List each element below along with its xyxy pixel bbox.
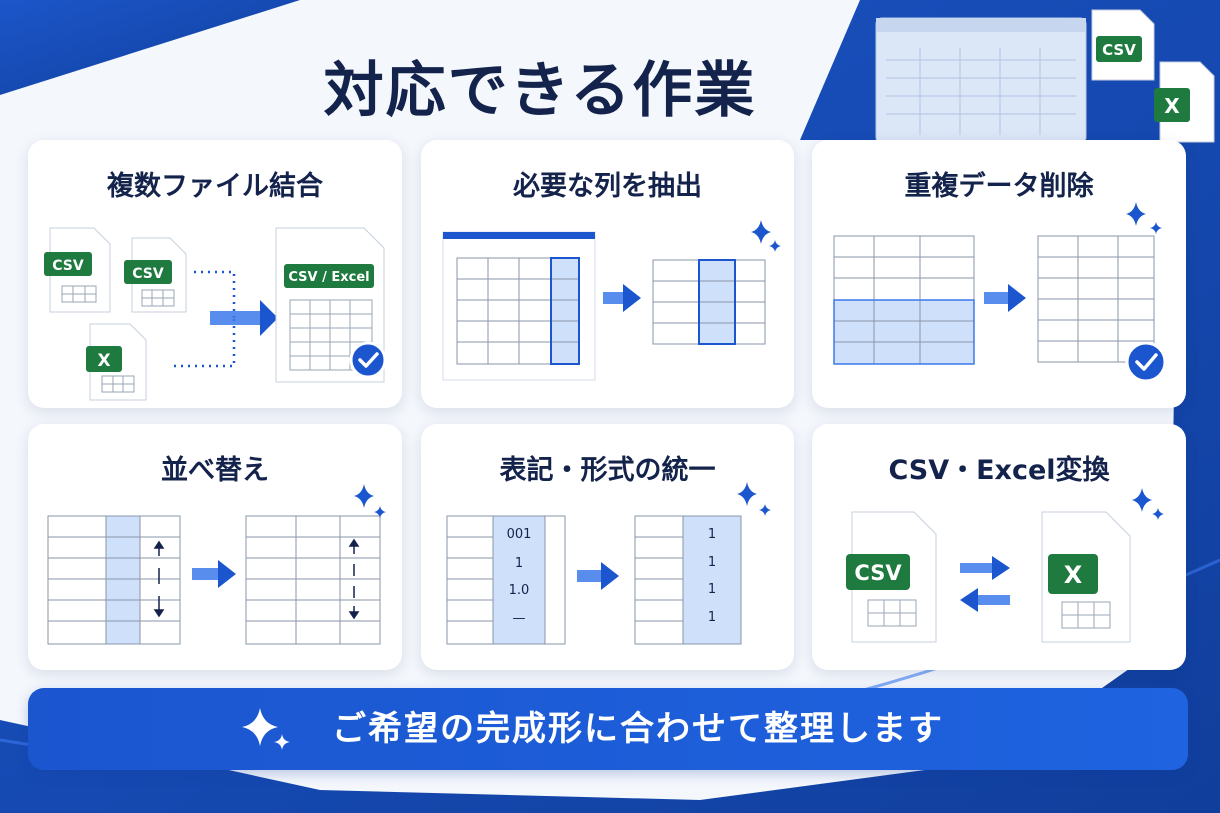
excel-file-icon: X xyxy=(86,323,147,401)
csv-file-icon: CSV xyxy=(44,227,111,313)
sparkle-icon xyxy=(1126,202,1162,234)
svg-text:CSV: CSV xyxy=(1102,41,1136,59)
page-title: 対応できる作業 xyxy=(323,56,757,126)
table-cell: — xyxy=(513,611,526,626)
check-circle-icon xyxy=(1125,341,1167,383)
csv-file-icon: CSV xyxy=(846,511,937,643)
svg-text:CSV: CSV xyxy=(132,266,164,282)
svg-text:X: X xyxy=(1064,561,1083,589)
table-cell: 1 xyxy=(708,582,716,597)
table-cell: 1 xyxy=(708,527,716,542)
table-cell: 001 xyxy=(507,527,532,542)
svg-text:X: X xyxy=(97,351,110,371)
arrow-right-icon xyxy=(603,284,641,312)
svg-text:CSV: CSV xyxy=(854,561,902,585)
card-extract-columns: 必要な列を抽出 xyxy=(421,140,794,408)
arrow-right-icon xyxy=(577,562,619,590)
table-icon xyxy=(245,515,381,645)
table-icon: 1 1 1 1 xyxy=(634,515,742,645)
sparkle-icon xyxy=(737,482,771,516)
card-merge-files: 複数ファイル結合 CSV CSV X xyxy=(28,140,402,408)
arrow-right-icon xyxy=(210,300,278,336)
card-sort: 並べ替え xyxy=(28,424,402,670)
swap-arrows-icon xyxy=(960,556,1010,612)
table-icon xyxy=(652,259,766,345)
table-icon xyxy=(47,515,181,645)
arrow-right-icon xyxy=(984,284,1026,312)
table-icon xyxy=(442,231,596,381)
table-cell: 1 xyxy=(708,555,716,570)
table-icon: 001 1 1.0 — xyxy=(446,515,566,645)
svg-text:CSV / Excel: CSV / Excel xyxy=(288,270,369,285)
card-title: 必要な列を抽出 xyxy=(513,171,702,202)
sparkle-icon xyxy=(1132,488,1164,520)
csv-file-icon: CSV xyxy=(124,237,187,313)
result-file-icon: CSV / Excel xyxy=(275,227,385,383)
card-normalize-format: 表記・形式の統一 001 1 1.0 — xyxy=(421,424,794,670)
sort-arrows-icon xyxy=(153,540,165,618)
table-cell: 1 xyxy=(708,610,716,625)
banner-text: ご希望の完成形に合わせて整理します xyxy=(332,709,944,749)
svg-text:CSV: CSV xyxy=(52,258,84,274)
table-icon xyxy=(1037,235,1155,363)
card-title: 重複データ削除 xyxy=(904,171,1094,202)
sort-arrows-icon xyxy=(348,538,360,620)
check-circle-icon xyxy=(349,341,387,379)
card-title: 複数ファイル結合 xyxy=(107,171,323,202)
csv-file-icon: CSV xyxy=(1091,9,1155,81)
card-title: CSV・Excel変換 xyxy=(888,455,1110,486)
sparkle-icon xyxy=(354,484,386,518)
card-remove-duplicates: 重複データ削除 xyxy=(812,140,1186,408)
card-title: 表記・形式の統一 xyxy=(499,455,716,486)
sparkle-icon xyxy=(242,708,290,750)
excel-file-icon: X xyxy=(1154,61,1215,143)
table-cell: 1.0 xyxy=(509,583,530,598)
sparkle-icon xyxy=(751,220,781,252)
arrow-right-icon xyxy=(192,560,236,588)
card-title: 並べ替え xyxy=(161,455,269,486)
table-icon xyxy=(833,235,975,365)
svg-text:X: X xyxy=(1164,94,1180,118)
bottom-banner: ご希望の完成形に合わせて整理します xyxy=(28,688,1188,770)
table-cell: 1 xyxy=(515,556,523,571)
spreadsheet-window-icon xyxy=(875,17,1087,144)
excel-file-icon: X xyxy=(1041,511,1131,643)
card-csv-excel-convert: CSV・Excel変換 CSV X xyxy=(812,424,1186,670)
connector-dots xyxy=(174,270,236,368)
